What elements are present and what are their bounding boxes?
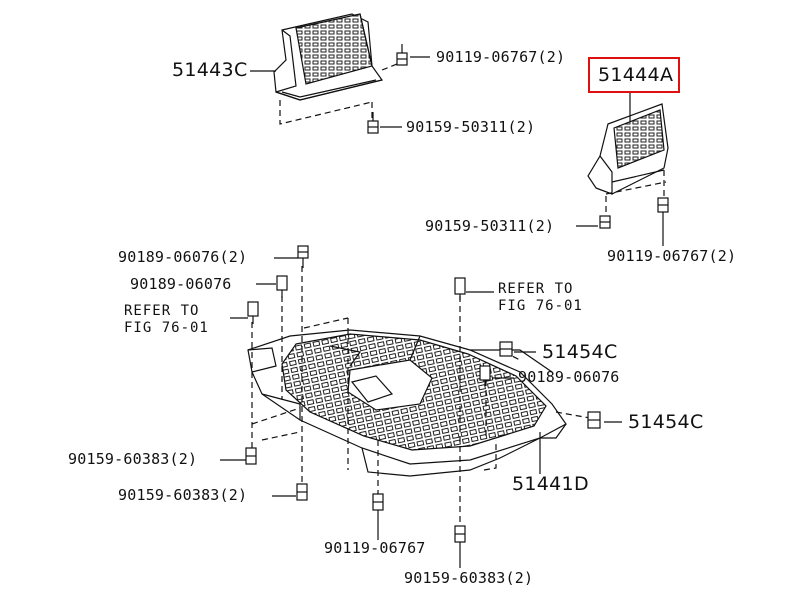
clip-right-ref bbox=[454, 277, 466, 300]
label-90159-60383-a: 90159-60383(2) bbox=[68, 450, 198, 468]
label-90159-50311-top: 90159-50311(2) bbox=[406, 118, 536, 136]
bolt-06767-bottom bbox=[372, 493, 384, 526]
clip-90189-top bbox=[297, 245, 309, 268]
bolt-60383-b bbox=[296, 483, 308, 501]
label-90189-06076-b: 90189-06076 bbox=[518, 368, 620, 386]
label-90189-06076-2: 90189-06076(2) bbox=[118, 248, 248, 266]
clip-90189-right bbox=[479, 365, 491, 386]
label-51443C: 51443C bbox=[172, 59, 248, 81]
label-90119-06767-right: 90119-06767(2) bbox=[607, 247, 737, 265]
label-90119-06767-top: 90119-06767(2) bbox=[436, 48, 566, 66]
label-51454C-2: 51454C bbox=[628, 411, 704, 433]
label-90159-60383-b: 90159-60383(2) bbox=[118, 486, 248, 504]
label-51454C-1: 51454C bbox=[542, 341, 618, 363]
bolt-right-1 bbox=[599, 215, 611, 229]
label-51441D: 51441D bbox=[512, 473, 589, 495]
label-51444A: 51444A bbox=[598, 64, 674, 86]
label-refer-left: REFER TO FIG 76-01 bbox=[124, 303, 209, 336]
bolt-top-2 bbox=[367, 112, 379, 134]
label-refer-right: REFER TO FIG 76-01 bbox=[498, 281, 583, 314]
bolt-right-2 bbox=[657, 197, 669, 222]
highlight-51444A bbox=[588, 57, 680, 93]
label-90159-60383-c: 90159-60383(2) bbox=[404, 569, 534, 587]
nut-51454C-1 bbox=[499, 341, 513, 357]
clip-left-ref bbox=[247, 301, 259, 324]
bolt-60383-a bbox=[245, 447, 257, 465]
bolt-60383-c bbox=[454, 525, 466, 550]
label-90119-06767-bottom: 90119-06767 bbox=[324, 539, 426, 557]
nut-51454C-2 bbox=[587, 411, 601, 429]
label-90159-50311-right: 90159-50311(2) bbox=[425, 217, 555, 235]
clip-90189-mid bbox=[276, 275, 288, 298]
bolt-top-1 bbox=[396, 44, 408, 66]
part-51444A-shape bbox=[587, 103, 669, 195]
part-51443C-shape bbox=[273, 13, 384, 101]
label-90189-06076-a: 90189-06076 bbox=[130, 275, 232, 293]
